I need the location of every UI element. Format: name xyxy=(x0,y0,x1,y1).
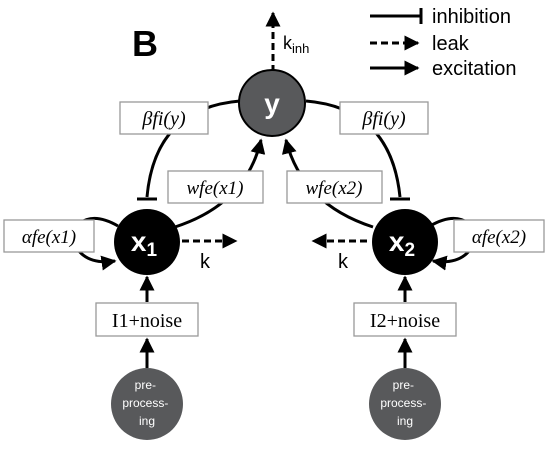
box-I2-noise: I2+noise xyxy=(353,302,457,337)
node-x2 xyxy=(372,209,438,275)
svg-text:αfe(x2): αfe(x2) xyxy=(472,227,526,248)
node-y xyxy=(238,69,306,137)
node-x1 xyxy=(114,209,180,275)
box-I1-noise: I1+noise xyxy=(95,302,199,337)
box-w-fe-x2: wfe(x2) xyxy=(286,170,383,204)
legend: inhibition leak excitation xyxy=(370,6,517,80)
box-alpha-fe-x1: αfe(x1) xyxy=(3,219,95,253)
leak-k-left: k xyxy=(200,251,211,273)
legend-inhibition-label: inhibition xyxy=(432,6,511,28)
leak-k-right: k xyxy=(338,251,349,273)
box-beta-fi-left: βfi(y) xyxy=(119,101,209,135)
svg-text:βfi(y): βfi(y) xyxy=(141,108,186,130)
node-preprocessing-2-label: pre- process- ing xyxy=(380,378,429,428)
panel-label: B xyxy=(132,23,158,64)
box-beta-fi-right: βfi(y) xyxy=(339,101,429,135)
box-alpha-fe-x2: αfe(x2) xyxy=(453,219,545,253)
node-x2-label: x2 xyxy=(389,226,415,261)
legend-excitation-label: excitation xyxy=(432,58,517,80)
svg-text:wfe(x2): wfe(x2) xyxy=(306,178,363,199)
kinh-label: kinh xyxy=(283,33,309,56)
node-y-label: y xyxy=(264,88,280,119)
node-x1-label: x1 xyxy=(131,226,158,261)
node-preprocessing-2 xyxy=(369,368,441,440)
legend-leak-label: leak xyxy=(432,33,470,55)
svg-text:I1+noise: I1+noise xyxy=(112,310,182,332)
svg-text:αfe(x1): αfe(x1) xyxy=(22,227,76,248)
node-preprocessing-1-label: pre- process- ing xyxy=(122,378,171,428)
svg-text:I2+noise: I2+noise xyxy=(370,310,440,332)
box-w-fe-x1: wfe(x1) xyxy=(167,170,264,204)
svg-text:wfe(x1): wfe(x1) xyxy=(187,178,244,199)
node-preprocessing-1 xyxy=(111,368,183,440)
svg-text:βfi(y): βfi(y) xyxy=(361,108,406,130)
